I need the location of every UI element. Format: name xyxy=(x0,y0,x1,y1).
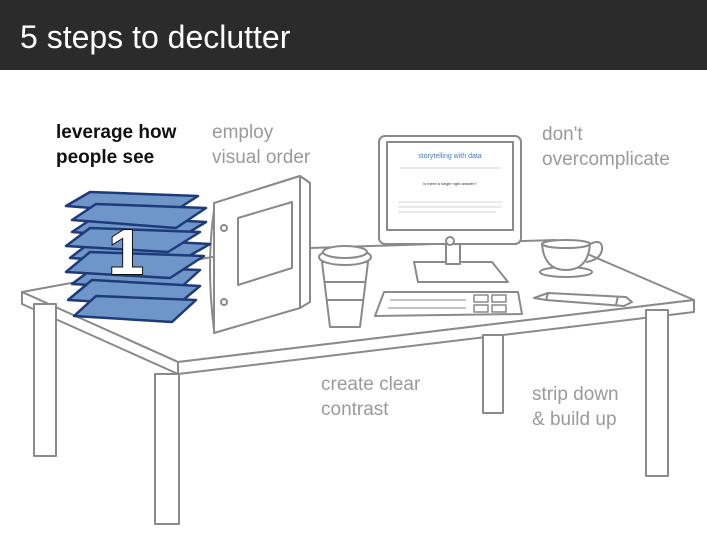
title-bar: 5 steps to declutter xyxy=(0,0,707,70)
binder-icon xyxy=(209,175,311,334)
desk-right-edge xyxy=(177,299,695,375)
desk-leg-front-right xyxy=(645,309,669,477)
step-label-leverage-how-people-see: leverage how people see xyxy=(56,120,176,170)
keyboard-icon xyxy=(374,291,523,317)
step-label-line: visual order xyxy=(212,147,311,168)
slide-title: 5 steps to declutter xyxy=(20,19,291,55)
step-label-employ-visual-order: employ visual order xyxy=(212,120,310,170)
step-label-line: strip down xyxy=(532,384,619,405)
coffee-cup-icon xyxy=(318,245,372,328)
monitor-text-lines xyxy=(398,201,502,213)
desk-illustration: storytelling with data is there a single… xyxy=(21,135,695,525)
step-label-dont-overcomplicate: don't overcomplicate xyxy=(542,122,670,172)
tea-cup-icon xyxy=(539,239,604,278)
desk-leg-back-right xyxy=(482,334,504,414)
paper-stack-icon xyxy=(64,190,212,324)
step-label-strip-down-build-up: strip down & build up xyxy=(532,382,619,432)
desk-leg-front-left xyxy=(154,373,180,525)
pen-icon xyxy=(533,292,633,307)
step-label-create-clear-contrast: create clear contrast xyxy=(321,372,420,422)
step-label-line: people see xyxy=(56,147,155,168)
step-label-line: contrast xyxy=(321,399,389,420)
step-number: 1 xyxy=(108,216,144,288)
desk-leg-back-left xyxy=(33,303,57,457)
step-label-line: employ xyxy=(212,122,274,143)
step-label-line: & build up xyxy=(532,409,617,430)
monitor-headline: is there a single right answer? xyxy=(423,181,477,186)
step-label-line: overcomplicate xyxy=(542,149,670,170)
step-label-line: don't xyxy=(542,124,583,145)
step-label-line: create clear xyxy=(321,374,421,395)
monitor-brand: storytelling with data xyxy=(418,153,482,160)
step-label-line: leverage how xyxy=(56,122,177,143)
monitor-icon xyxy=(378,135,522,283)
